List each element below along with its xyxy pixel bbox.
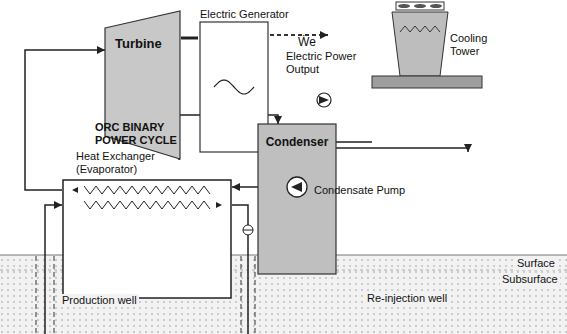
ground-label: Surface [515, 257, 557, 270]
valve-symbol [243, 230, 253, 231]
pump-symbol [287, 177, 307, 197]
valve-symbol [243, 225, 253, 235]
node-text: Electric Generator [200, 8, 289, 21]
fan-blade [398, 4, 410, 8]
coil-symbol [84, 186, 210, 194]
flow-arrow [72, 187, 78, 193]
tower-body [392, 12, 448, 76]
node-text: Condensate Pump [314, 184, 405, 197]
node-text: Cooling Tower [450, 32, 500, 58]
power-symbol: Ẇe [298, 36, 316, 49]
ground-label: Subsurface [500, 273, 560, 286]
cycle-label: ORC BINARY POWER CYCLE [95, 121, 185, 147]
output-label: Electric Power Output [286, 50, 370, 76]
cooling-tower: Cooling Tower [372, 2, 504, 152]
exchanger-box [63, 180, 231, 298]
pipe-connector [336, 148, 468, 152]
node-text: Condenser [266, 136, 329, 149]
flow-arrow [216, 202, 222, 208]
well-casing [54, 256, 55, 334]
node-text: Heat Exchanger (Evaporator) [76, 150, 176, 176]
sine-symbol [214, 80, 254, 94]
brine-pipe [232, 205, 248, 334]
cooling-tower-outline [372, 2, 504, 152]
well-casing [36, 256, 37, 334]
node-text: Turbine [115, 37, 162, 50]
well-casing [255, 256, 256, 334]
well-casing [241, 256, 242, 334]
pump-symbol [291, 182, 302, 192]
shaft-connector [181, 37, 198, 40]
pump-symbol [319, 96, 329, 104]
fan-housing [396, 2, 444, 10]
condenser-box [258, 124, 336, 274]
well-label: Production well [60, 294, 139, 307]
tower-fill-symbol [400, 26, 440, 32]
brine-pipe [45, 205, 62, 334]
coil-symbol [84, 201, 210, 209]
fan-blade [430, 4, 442, 8]
pump-symbol [317, 93, 331, 107]
condenser: Condenser [258, 124, 336, 274]
tower-basin [372, 76, 482, 88]
well-label: Re-injection well [365, 292, 449, 305]
heat-exchanger: Heat Exchanger (Evaporator) [62, 150, 232, 300]
fan-blade [414, 4, 426, 8]
